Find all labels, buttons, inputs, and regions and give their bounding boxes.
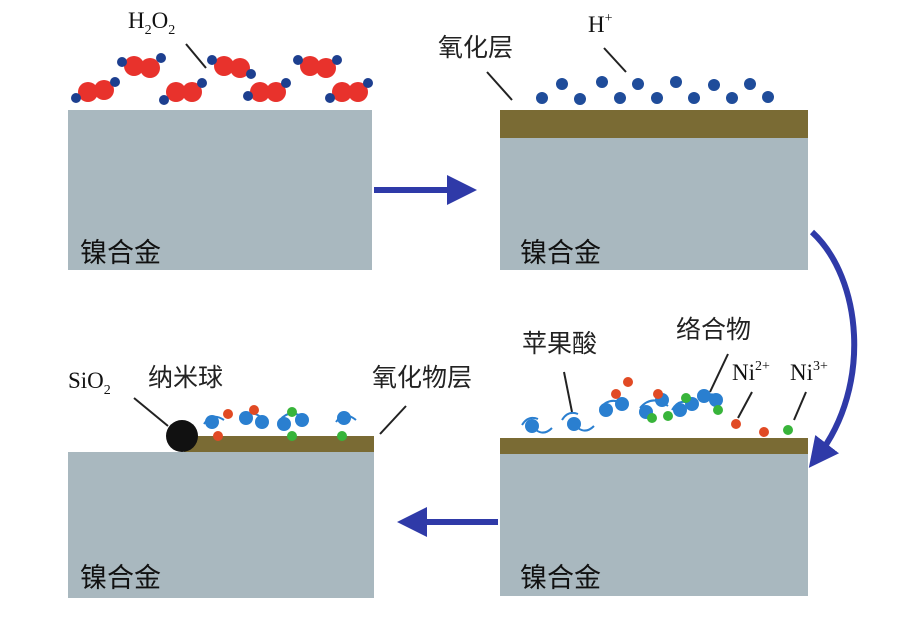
proton xyxy=(670,76,682,88)
proton xyxy=(708,79,720,91)
proton xyxy=(651,92,663,104)
panel-1: 镍合金 H2O2 xyxy=(68,8,373,270)
alloy-block-4 xyxy=(68,452,374,598)
h2o2-molecule xyxy=(117,53,166,78)
nanosphere-label: 纳米球 xyxy=(148,363,223,392)
proton xyxy=(614,92,626,104)
panel-3: 镍合金 苹果酸 络合物 Ni2+ Ni3+ xyxy=(500,315,828,596)
oxide-layer-4 xyxy=(184,436,374,452)
complex-molecule xyxy=(671,393,699,417)
oxide-layer-2 xyxy=(500,110,808,138)
h2o2-molecule xyxy=(207,55,256,79)
sio2-nanosphere xyxy=(166,420,198,452)
alloy-label-4: 镍合金 xyxy=(80,563,161,594)
h2o2-molecule xyxy=(159,78,207,105)
complex-molecule xyxy=(203,409,233,441)
h2o2-label: H2O2 xyxy=(128,8,175,38)
proton xyxy=(726,92,738,104)
alloy-label-3: 镍合金 xyxy=(520,563,601,594)
oxide-layer-pointer-4 xyxy=(379,405,407,435)
ni3-ion xyxy=(783,425,793,435)
malic-acid-molecule xyxy=(521,416,553,434)
complex-label: 络合物 xyxy=(676,315,751,344)
proton xyxy=(762,91,774,103)
ni2-ion xyxy=(731,419,741,429)
ni3-label: Ni3+ xyxy=(790,359,828,385)
oxide-layer-pointer xyxy=(486,71,513,101)
h2o2-molecule xyxy=(243,78,291,102)
proton xyxy=(596,76,608,88)
complex-molecule xyxy=(599,377,633,417)
malic-acid-pointer xyxy=(563,371,573,413)
alloy-label-1: 镍合金 xyxy=(80,238,161,269)
h2o2-molecule xyxy=(325,78,373,103)
sio2-label: SiO2 xyxy=(68,368,111,398)
oxide-layer-label: 氧化层 xyxy=(438,33,513,62)
complex-molecule xyxy=(697,389,723,415)
alloy-block-2 xyxy=(500,138,808,270)
malic-acid-molecule xyxy=(561,411,595,432)
ni2-label: Ni2+ xyxy=(732,359,770,385)
alloy-block-3 xyxy=(500,454,808,596)
panel-2: 镍合金 氧化层 H+ xyxy=(438,11,808,270)
h2o2-molecule xyxy=(71,77,120,103)
h2o2-pointer xyxy=(185,43,207,69)
proton xyxy=(744,78,756,90)
h2o2-molecule xyxy=(293,55,342,78)
oxide-layer-3 xyxy=(500,438,808,454)
complex-molecule xyxy=(277,407,309,441)
h2o2-molecules xyxy=(71,53,373,105)
proton xyxy=(536,92,548,104)
complex-molecule xyxy=(239,405,269,429)
alloy-block-1 xyxy=(68,110,372,270)
proton xyxy=(574,93,586,105)
proton xyxy=(688,92,700,104)
ni2-ion xyxy=(759,427,769,437)
ni3-pointer xyxy=(793,391,807,421)
protons xyxy=(536,76,774,105)
complex-pointer xyxy=(709,353,729,393)
h-plus-pointer xyxy=(603,47,627,73)
h-plus-label: H+ xyxy=(588,11,613,37)
complex-molecule xyxy=(639,389,673,423)
proton xyxy=(556,78,568,90)
alloy-label-2: 镍合金 xyxy=(520,238,601,269)
ni2-pointer xyxy=(737,391,753,419)
oxide-layer-label-4: 氧化物层 xyxy=(372,363,472,392)
sio2-pointer xyxy=(133,397,169,427)
panel-4: 镍合金 SiO2 纳米球 氧化物层 xyxy=(68,363,472,598)
complex-molecule xyxy=(335,411,357,441)
malic-acid-label: 苹果酸 xyxy=(522,329,597,358)
proton xyxy=(632,78,644,90)
arrow-curved-down xyxy=(808,229,858,468)
